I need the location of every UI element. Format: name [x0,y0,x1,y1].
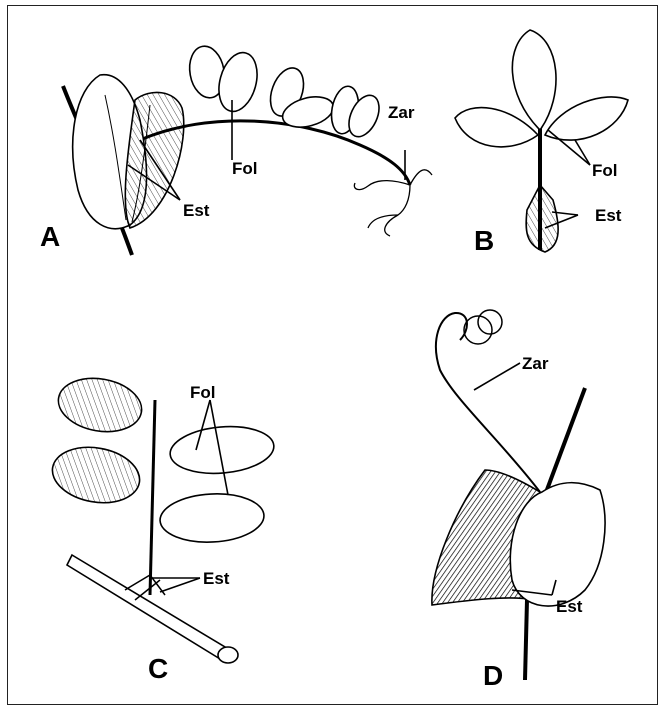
panel-c-label-fol: Fol [190,384,216,401]
panel-c-letter: C [148,655,168,683]
panel-a-stipule-right [125,92,183,228]
panel-d-label-est: Est [556,598,582,615]
panel-d-label-zar: Zar [522,355,548,372]
panel-c-branch-end [218,647,238,663]
panel-b-label-fol: Fol [592,162,618,179]
panel-a-label-fol: Fol [232,160,258,177]
panel-c-drawing [48,372,276,663]
panel-b-stipules [526,185,558,252]
panel-a-drawing [63,43,432,255]
panel-d-letter: D [483,662,503,690]
panel-c-leaflets [48,372,276,545]
panel-a-leaflets [186,43,385,141]
panel-b-leaflet-top [512,30,556,130]
panel-b-label-est: Est [595,207,621,224]
panel-c-rachis [150,400,155,595]
panel-d-stem-lower [525,600,527,680]
panel-a-letter: A [40,223,60,251]
panel-d-stem-upper [545,388,585,495]
panel-b-leaflet-left [455,108,538,147]
panel-b-letter: B [474,227,494,255]
panel-a-tendrils [354,170,432,236]
panel-c-label-est: Est [203,570,229,587]
panel-b-leaflet-right [545,97,628,140]
panel-a-label-est: Est [183,202,209,219]
panel-d-drawing [432,310,605,680]
panel-a-label-zar: Zar [388,104,414,121]
